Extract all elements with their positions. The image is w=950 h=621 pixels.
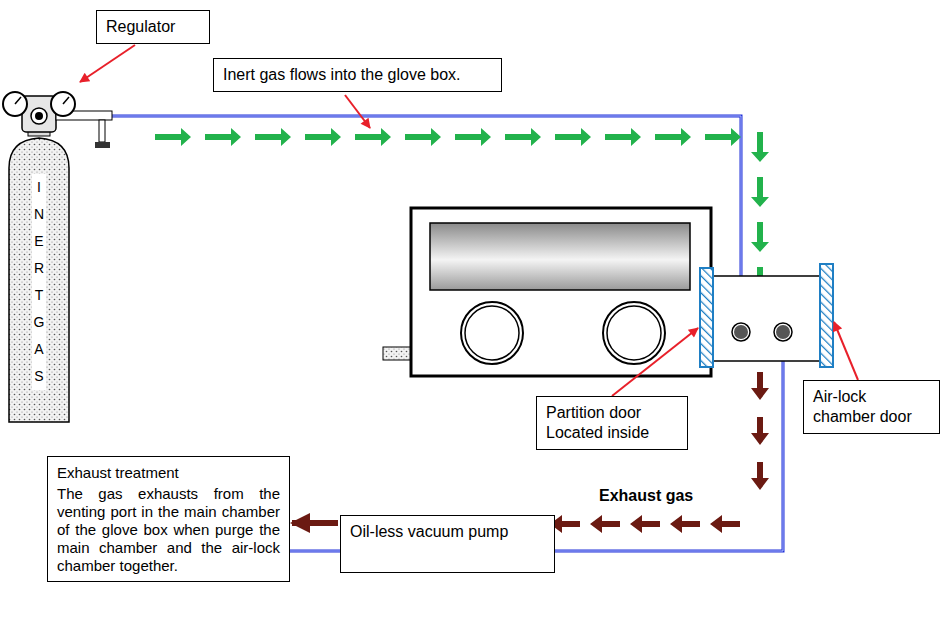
exhaust-arrow bbox=[751, 417, 769, 445]
note-box: Inert gas flows into the glove box. bbox=[213, 58, 502, 92]
box-text: I N E R T G A S bbox=[32, 174, 46, 390]
box-text: Oil-less vacuum pump bbox=[350, 522, 545, 542]
callout-box: Regulator bbox=[96, 10, 210, 44]
exhaust-arrow bbox=[751, 462, 769, 490]
partition-door bbox=[700, 268, 713, 367]
main-chamber bbox=[411, 208, 711, 376]
partition-leader bbox=[612, 328, 698, 396]
glove-port-inner bbox=[607, 306, 661, 360]
box-text: Inert gas flows into the glove box. bbox=[223, 65, 492, 85]
regulator-leader bbox=[80, 45, 135, 82]
gas-port bbox=[774, 323, 792, 341]
treatment-box: Exhaust treatmentThe gas exhausts from t… bbox=[47, 456, 290, 582]
gas-port-mesh bbox=[734, 325, 748, 339]
box-text: Partition door Located inside bbox=[546, 403, 678, 443]
pressure-gauge bbox=[3, 92, 27, 116]
treatment-pipe-outer bbox=[290, 550, 340, 553]
gas-port-mesh bbox=[776, 325, 790, 339]
regulator-base bbox=[95, 142, 110, 148]
flow-arrow bbox=[751, 132, 769, 162]
flow-arrow bbox=[655, 128, 691, 146]
gauge-needle bbox=[15, 97, 21, 104]
regulator-knob bbox=[31, 108, 47, 124]
callout-box: Partition door Located inside bbox=[536, 396, 688, 450]
gas-port bbox=[732, 323, 750, 341]
body-text: The gas exhausts from the venting port i… bbox=[57, 485, 280, 575]
pump-box: Oil-less vacuum pump bbox=[340, 515, 555, 573]
flow-arrow bbox=[255, 128, 291, 146]
flow-arrow bbox=[751, 177, 769, 207]
flow-label: Exhaust gas bbox=[597, 487, 695, 505]
flow-arrow bbox=[555, 128, 591, 146]
exhaust-arrow bbox=[751, 372, 769, 400]
pressure-gauge bbox=[51, 92, 75, 116]
flow-arrow bbox=[205, 128, 241, 146]
exhaust-arrow bbox=[670, 515, 700, 533]
box-text: Regulator bbox=[106, 17, 200, 37]
exhaust-arrow bbox=[630, 515, 660, 533]
flow-arrow bbox=[155, 128, 191, 146]
dotted-fitting bbox=[383, 347, 411, 360]
glove-port bbox=[603, 302, 665, 364]
air-lock-door bbox=[820, 264, 833, 367]
gas-cylinder: I N E R T G A S bbox=[8, 128, 70, 423]
cylinder-body bbox=[9, 138, 69, 422]
treatment-pipe-inner bbox=[290, 551, 340, 552]
flow-arrow bbox=[751, 222, 769, 252]
window bbox=[430, 223, 690, 290]
exhaust-arrow bbox=[590, 515, 620, 533]
flow-arrow bbox=[305, 128, 341, 146]
flow-leader bbox=[345, 95, 370, 128]
exhaust-flow-arrow bbox=[292, 520, 338, 526]
flow-arrow bbox=[705, 128, 741, 146]
airlock-leader bbox=[834, 322, 858, 380]
flow-arrow bbox=[405, 128, 441, 146]
flow-arrow bbox=[455, 128, 491, 146]
flow-arrow bbox=[355, 128, 391, 146]
box-text: Exhaust treatment bbox=[57, 463, 280, 483]
glove-port-inner bbox=[465, 306, 519, 360]
air-lock-chamber bbox=[711, 276, 826, 361]
glove-port bbox=[461, 302, 523, 364]
gauge-needle bbox=[63, 97, 69, 104]
box-text: Air-lock chamber door bbox=[813, 387, 930, 427]
callout-box: Air-lock chamber door bbox=[803, 380, 940, 434]
regulator-knob-core bbox=[35, 112, 43, 120]
flow-arrow bbox=[605, 128, 641, 146]
exhaust-arrow bbox=[710, 515, 740, 533]
flow-arrow bbox=[505, 128, 541, 146]
regulator-foot bbox=[99, 120, 105, 142]
